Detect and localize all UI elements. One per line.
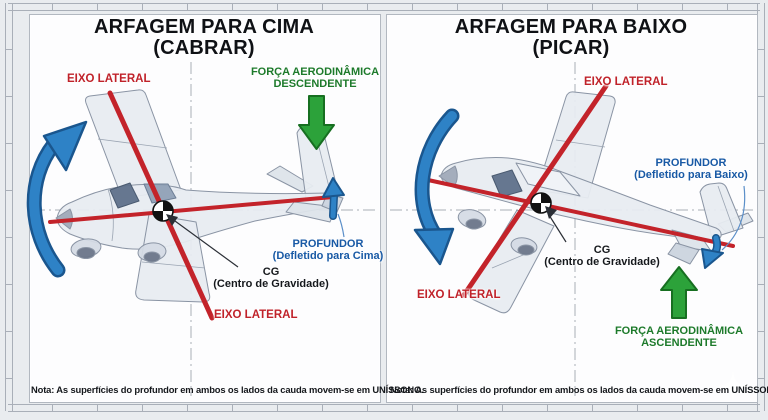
panel-title-pitch-down: ARFAGEM PARA BAIXO (PICAR): [386, 17, 756, 59]
ruler-left: [5, 3, 13, 411]
axes-right: [426, 83, 735, 298]
aerodynamic-force-label: FORÇA AERODINÂMICA ASCENDENTE: [614, 325, 744, 350]
lateral-axis-label-bottom: EIXO LATERAL: [417, 289, 501, 301]
ruler-top: [8, 3, 760, 11]
title-line2: (CABRAR): [153, 37, 255, 59]
elevator-note: Nota: As superfícies do profundor em amb…: [390, 384, 768, 395]
pitch-up-rotation-arrow: [26, 120, 88, 278]
title-line1: ARFAGEM PARA CIMA: [93, 16, 315, 38]
cg-label: CG (Centro de Gravidade): [213, 266, 329, 291]
longitudinal-axis-line: [48, 195, 335, 224]
leader-lines-left: [166, 213, 345, 268]
longitudinal-axis-line: [426, 178, 735, 248]
elevator-label-leader: [337, 213, 345, 238]
elevator-label: PROFUNDOR (Defletido para Cima): [272, 238, 384, 263]
title-line2: (PICAR): [532, 37, 610, 59]
elevator-label-leader: [721, 185, 746, 251]
elevator-down-arrow: [701, 234, 724, 269]
lateral-axis-label-top: EIXO LATERAL: [67, 73, 151, 85]
cg-label: CG (Centro de Gravidade): [544, 244, 660, 269]
upward-force-arrow: [660, 266, 698, 319]
lateral-axis-label-bottom: EIXO LATERAL: [214, 309, 298, 321]
elevator-up-arrow: [322, 177, 345, 220]
elevator-note: Nota: As superfícies do profundor em amb…: [31, 384, 424, 395]
elevator-label: PROFUNDOR (Defletido para Baixo): [634, 157, 748, 182]
leader-lines-right: [545, 185, 746, 251]
downward-force-arrow: [298, 95, 335, 150]
lateral-axis-line: [461, 83, 609, 298]
cg-label-leader: [548, 214, 567, 243]
title-line1: ARFAGEM PARA BAIXO: [454, 16, 688, 38]
cg-label-leader: [174, 220, 239, 268]
airplane-pitch-down: [438, 91, 754, 314]
panel-title-pitch-up: ARFAGEM PARA CIMA (CABRAR): [29, 17, 379, 59]
sparkle-watermark: [718, 371, 748, 401]
aerodynamic-force-label: FORÇA AERODINÂMICA DESCENDENTE: [250, 66, 380, 91]
pitch-down-rotation-arrow: [413, 108, 460, 266]
lateral-axis-label-top: EIXO LATERAL: [584, 76, 668, 88]
ruler-bottom: [8, 404, 760, 412]
